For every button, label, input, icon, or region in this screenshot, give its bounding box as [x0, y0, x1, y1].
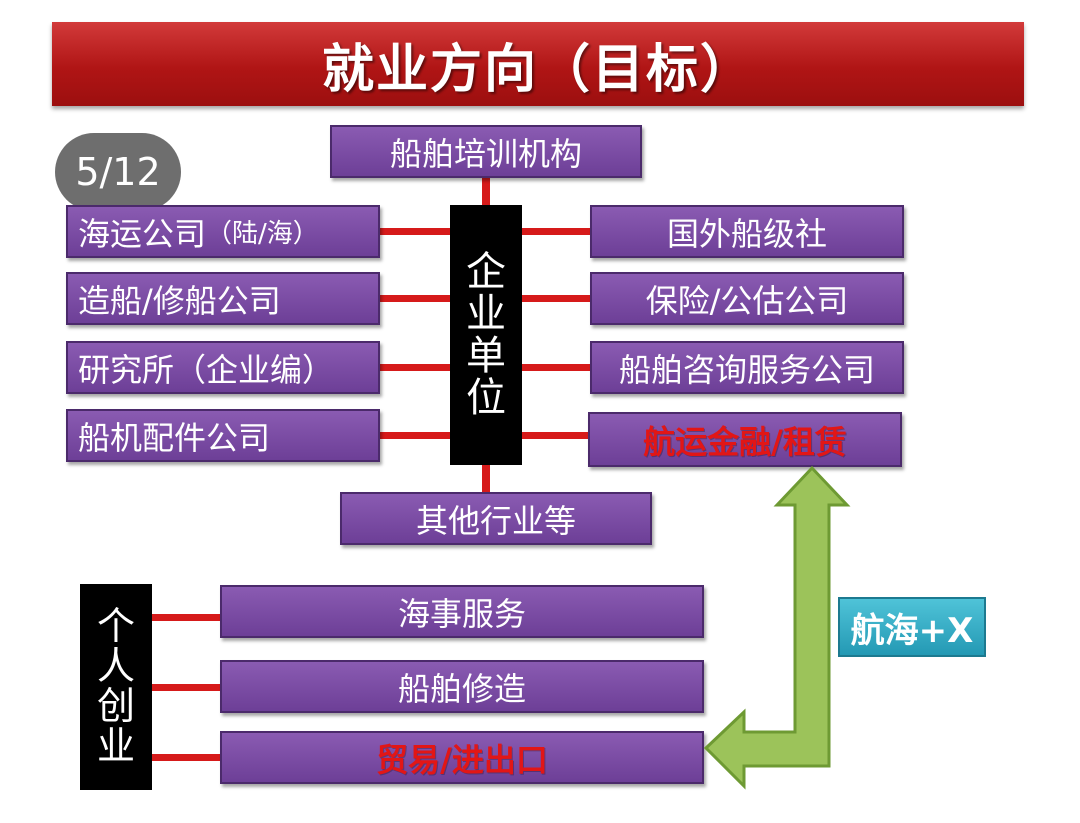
connector-bottom [482, 464, 490, 496]
title-banner: 就业方向（目标） [52, 22, 1024, 106]
box-other-industries: 其他行业等 [340, 492, 652, 545]
box-label: 保险/公估公司 [645, 281, 849, 320]
individual-label-char: 个 [96, 604, 135, 649]
individual-label: 个 人 创 业 [80, 584, 152, 790]
box-maritime-services: 海事服务 [220, 585, 704, 638]
connector-right-1 [520, 228, 592, 235]
box-insurance-company: 保险/公估公司 [590, 272, 904, 325]
box-trade-import-export: 贸易/进出口 [220, 731, 704, 784]
box-training-institution: 船舶培训机构 [330, 125, 642, 178]
box-label: 其他行业等 [415, 501, 576, 540]
box-label: 船舶咨询服务公司 [618, 350, 875, 389]
enterprise-label-char: 企 [466, 249, 506, 295]
page-title: 就业方向（目标） [321, 39, 754, 100]
box-marine-parts-company: 船机配件公司 [66, 409, 380, 462]
box-research-institute: 研究所（企业编） [66, 341, 380, 394]
green-arrow-shape [703, 465, 851, 790]
individual-label-char: 创 [96, 684, 135, 728]
box-label-highlight: 航运金融/租赁 [643, 422, 847, 461]
box-consulting-company: 船舶咨询服务公司 [590, 341, 904, 394]
box-label: 研究所（企业编） [78, 350, 335, 389]
box-shipping-finance: 航运金融/租赁 [588, 412, 902, 467]
box-shipping-company: 海运公司（陆/海） [66, 205, 380, 258]
connector-individual-2 [150, 684, 222, 691]
box-shipbuilding-company: 造船/修船公司 [66, 272, 380, 325]
individual-label-char: 业 [96, 723, 135, 768]
box-foreign-classification-society: 国外船级社 [590, 205, 904, 258]
connector-left-3 [378, 364, 452, 371]
connector-left-1 [378, 228, 452, 235]
individual-label-char: 人 [96, 644, 135, 689]
connector-right-3 [520, 364, 592, 371]
connector-right-4 [520, 432, 592, 439]
box-label: 海运公司 [78, 214, 207, 253]
box-ship-repair: 船舶修造 [220, 660, 704, 713]
box-label: 造船/修船公司 [78, 281, 281, 320]
enterprise-label-char: 单 [466, 333, 506, 379]
connector-right-2 [520, 295, 592, 302]
connector-individual-3 [150, 754, 222, 761]
enterprise-label: 企 业 单 位 [450, 205, 522, 465]
connector-left-2 [378, 295, 452, 302]
maritime-plus-x-tag: 航海+X [838, 597, 986, 657]
box-label: 船机配件公司 [78, 418, 271, 457]
box-label: 海事服务 [397, 594, 526, 633]
box-label-suffix: （陆/海） [206, 219, 319, 249]
connector-left-4 [378, 432, 452, 439]
box-label: 船舶修造 [397, 669, 526, 708]
tag-label: 航海+X [850, 610, 974, 651]
connector-top [482, 176, 490, 208]
enterprise-label-char: 业 [466, 291, 506, 337]
connector-individual-1 [150, 614, 222, 621]
box-label: 船舶培训机构 [389, 134, 582, 173]
box-label-highlight: 贸易/进出口 [376, 740, 548, 779]
page-indicator[interactable]: 5/12 [55, 133, 181, 211]
enterprise-label-char: 位 [466, 375, 506, 421]
box-label: 国外船级社 [666, 214, 827, 253]
